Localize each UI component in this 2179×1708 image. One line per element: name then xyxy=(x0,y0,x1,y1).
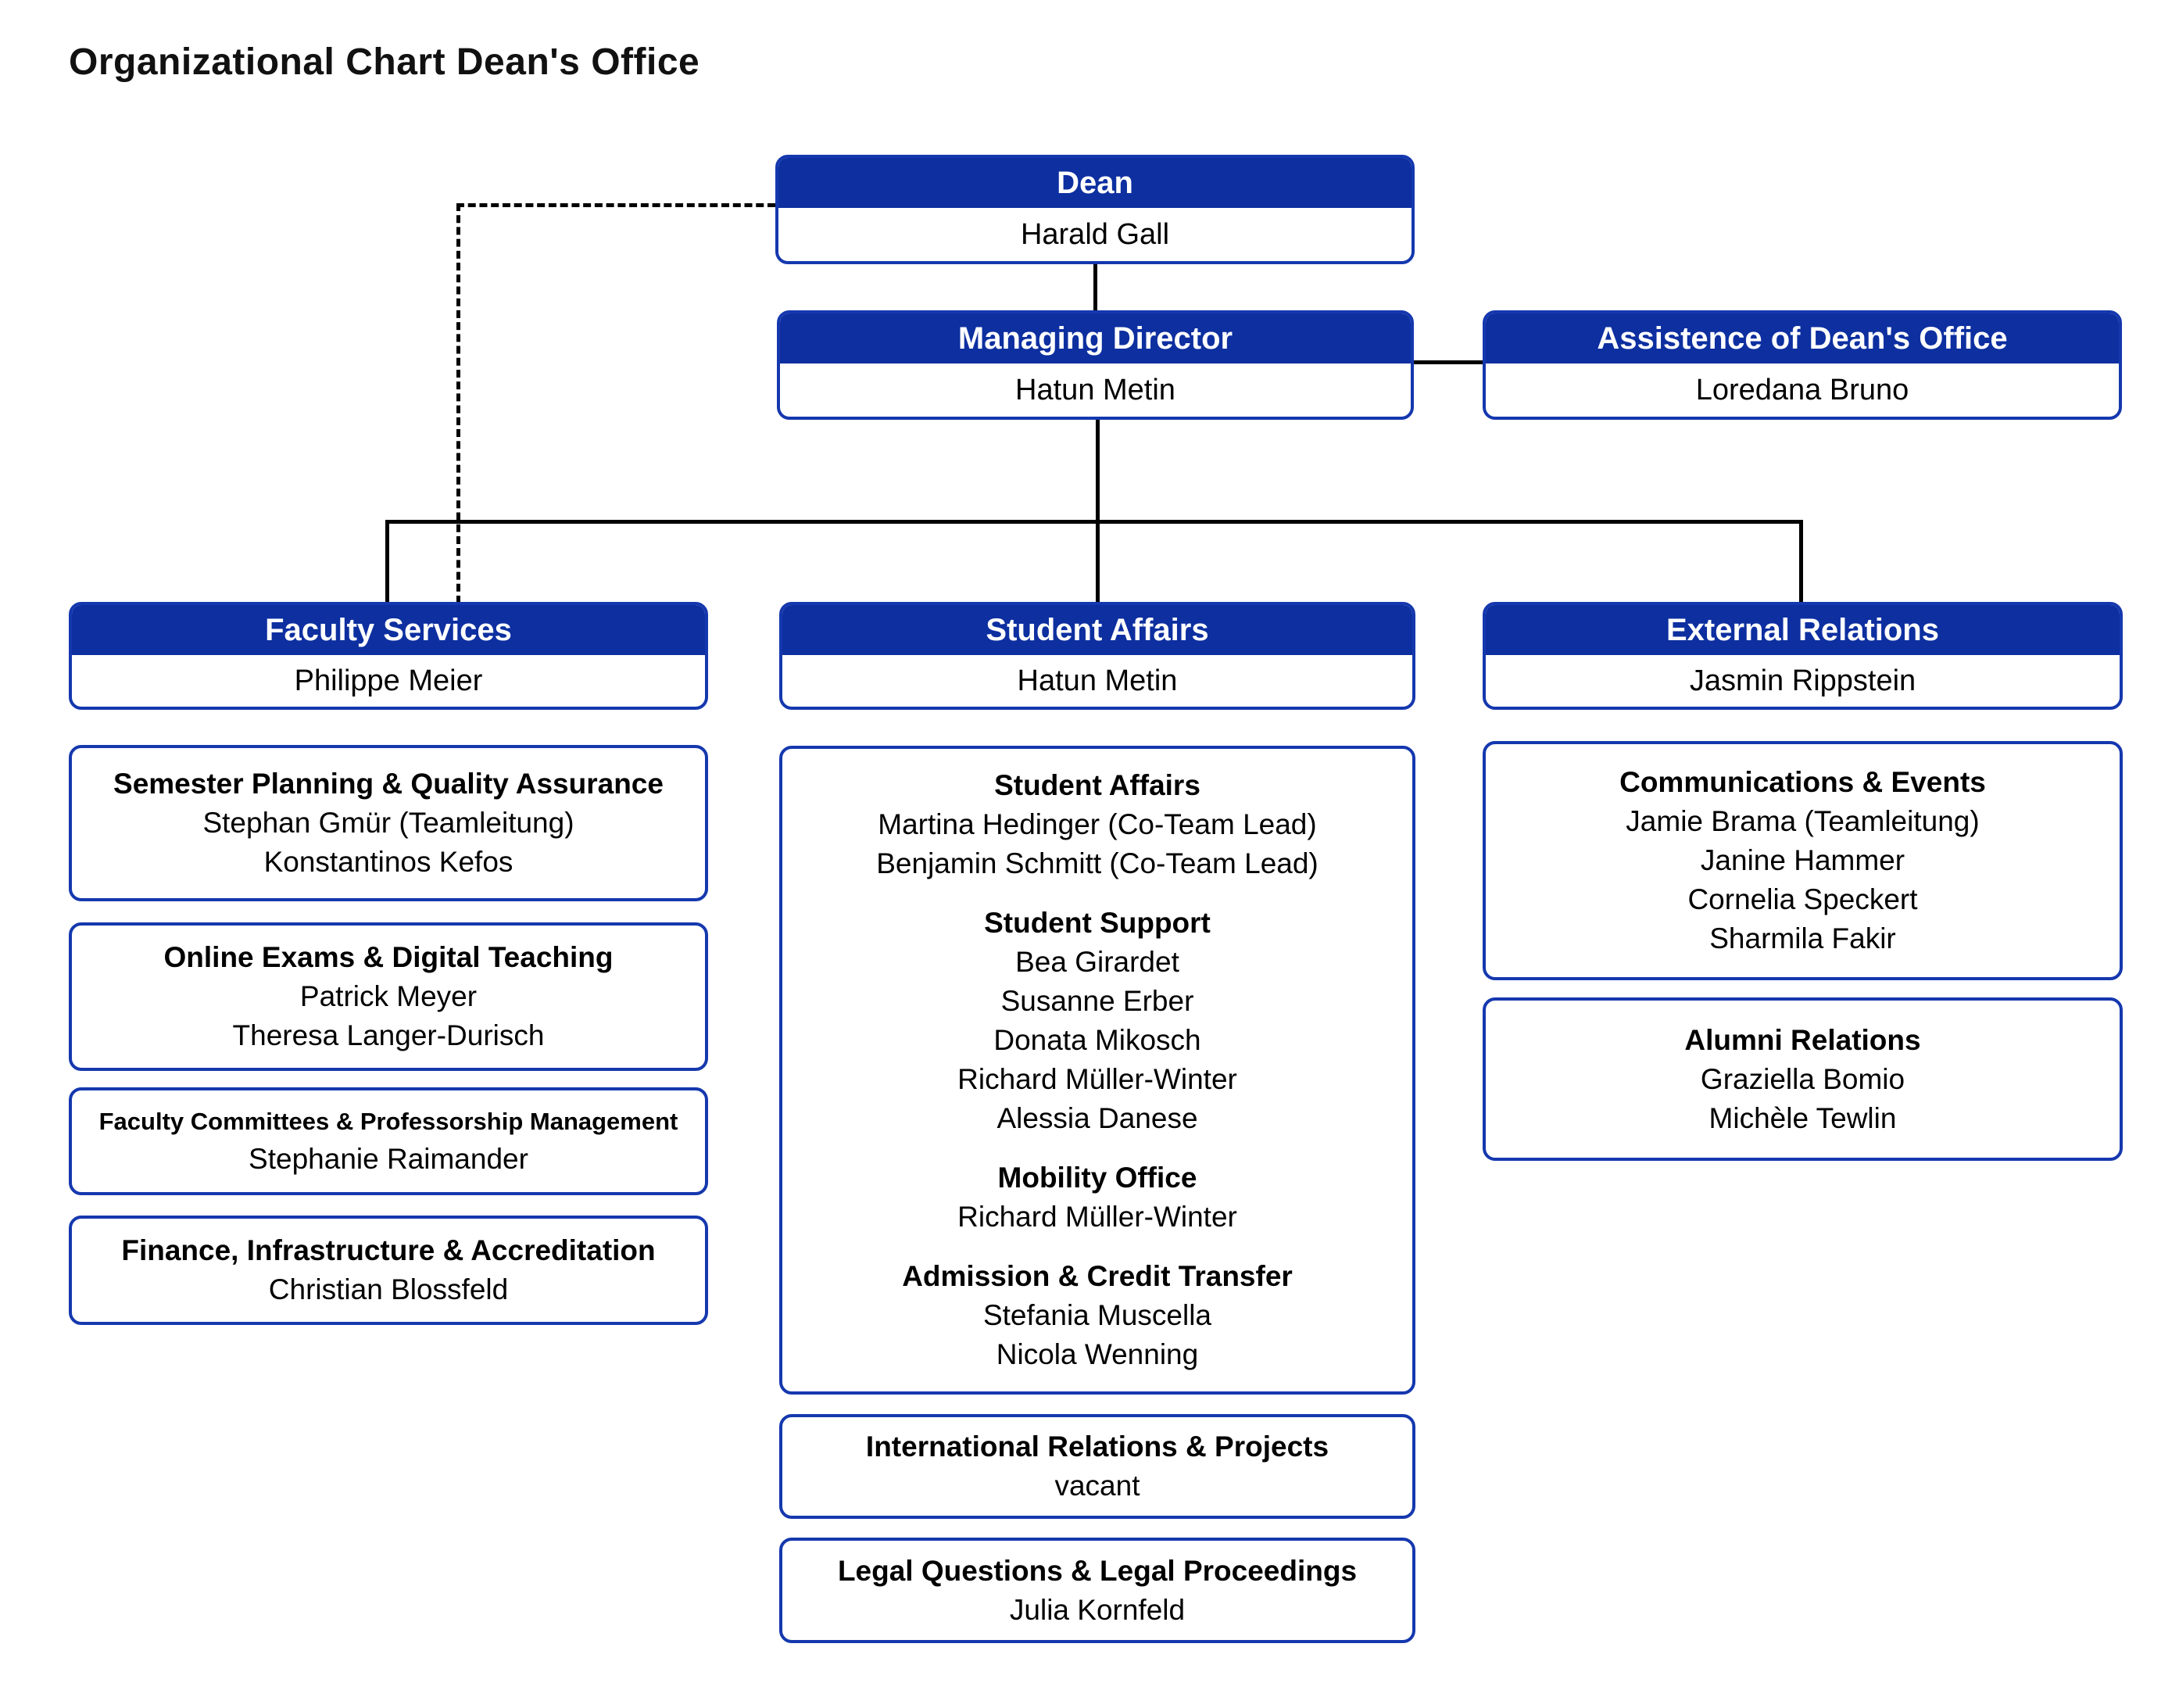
group-member: Nicola Wenning xyxy=(996,1338,1199,1370)
unit-semester-planning-quality-assurance: Semester Planning & Quality Assurance St… xyxy=(69,745,708,901)
unit-finance-infrastructure-accreditation: Finance, Infrastructure & Accreditation … xyxy=(69,1216,708,1325)
dean-box: Dean Harald Gall xyxy=(775,155,1415,264)
external-relations-title: External Relations xyxy=(1486,605,2120,655)
connector-md-down xyxy=(1096,418,1100,523)
unit-member: Janine Hammer xyxy=(1700,844,1905,876)
unit-title: Faculty Committees & Professorship Manag… xyxy=(98,1108,678,1135)
group-title: Admission & Credit Transfer xyxy=(902,1260,1293,1292)
unit-title: Semester Planning & Quality Assurance xyxy=(113,768,664,800)
connector-dean-to-md xyxy=(1093,263,1097,312)
group-member: Susanne Erber xyxy=(1000,985,1194,1017)
unit-online-exams-digital-teaching: Online Exams & Digital Teaching Patrick … xyxy=(69,922,708,1071)
unit-communications-events: Communications & Events Jamie Brama (Tea… xyxy=(1483,741,2123,980)
unit-title: Online Exams & Digital Teaching xyxy=(163,941,614,973)
unit-alumni-relations: Alumni Relations Graziella Bomio Michèle… xyxy=(1483,997,2123,1161)
unit-international-relations-projects: International Relations & Projects vacan… xyxy=(779,1414,1415,1519)
unit-title: International Relations & Projects xyxy=(865,1430,1329,1463)
dean-box-title: Dean xyxy=(778,158,1412,208)
group-member: Donata Mikosch xyxy=(993,1024,1201,1056)
unit-member: Sharmila Fakir xyxy=(1709,922,1896,954)
group-title: Mobility Office xyxy=(997,1162,1197,1194)
group-admission-credit-transfer: Admission & Credit Transfer Stefania Mus… xyxy=(902,1257,1293,1374)
group-title: Student Affairs xyxy=(994,769,1200,801)
group-member: Richard Müller-Winter xyxy=(957,1201,1237,1233)
unit-faculty-committees-professorship-management: Faculty Committees & Professorship Manag… xyxy=(69,1087,708,1195)
group-student-affairs: Student Affairs Martina Hedinger (Co-Tea… xyxy=(876,766,1318,883)
faculty-services-header-box: Faculty Services Philippe Meier xyxy=(69,602,708,710)
managing-director-box-name: Hatun Metin xyxy=(1015,373,1175,406)
assistance-box: Assistence of Dean's Office Loredana Bru… xyxy=(1483,310,2122,420)
unit-student-affairs-group-box: Student Affairs Martina Hedinger (Co-Tea… xyxy=(779,746,1415,1395)
group-member: Bea Girardet xyxy=(1015,946,1179,978)
external-relations-header-box: External Relations Jasmin Rippstein xyxy=(1483,602,2123,710)
faculty-services-lead: Philippe Meier xyxy=(294,664,483,697)
group-title: Student Support xyxy=(984,907,1211,939)
unit-member: Konstantinos Kefos xyxy=(263,846,513,878)
connector-drop-student-affairs xyxy=(1096,520,1100,604)
unit-member: Patrick Meyer xyxy=(299,980,478,1012)
unit-member: Jamie Brama (Teamleitung) xyxy=(1626,805,1980,837)
connector-dean-dashed-horizontal xyxy=(456,203,775,207)
group-mobility-office: Mobility Office Richard Müller-Winter xyxy=(957,1158,1237,1237)
unit-member: Theresa Langer-Durisch xyxy=(232,1019,545,1051)
managing-director-box-title: Managing Director xyxy=(780,313,1411,363)
unit-title: Alumni Relations xyxy=(1684,1023,1921,1056)
unit-title: Legal Questions & Legal Proceedings xyxy=(837,1554,1358,1587)
connector-drop-faculty-services xyxy=(385,520,389,604)
unit-member: Christian Blossfeld xyxy=(268,1273,509,1305)
group-member: Alessia Danese xyxy=(996,1102,1198,1134)
dean-box-name: Harald Gall xyxy=(1020,217,1170,251)
group-member: Richard Müller-Winter xyxy=(957,1063,1237,1095)
assistance-box-name: Loredana Bruno xyxy=(1695,373,1909,406)
faculty-services-title: Faculty Services xyxy=(72,605,705,655)
external-relations-lead: Jasmin Rippstein xyxy=(1689,664,1916,697)
unit-member: Michèle Tewlin xyxy=(1708,1101,1897,1134)
connector-branch-horizontal xyxy=(385,520,1803,524)
group-member: Benjamin Schmitt (Co-Team Lead) xyxy=(876,847,1318,879)
unit-member: Cornelia Speckert xyxy=(1687,883,1918,915)
unit-title: Finance, Infrastructure & Accreditation xyxy=(121,1234,656,1266)
assistance-box-title: Assistence of Dean's Office xyxy=(1486,313,2119,363)
unit-member: Julia Kornfeld xyxy=(1009,1593,1186,1626)
connector-drop-external-relations xyxy=(1799,520,1803,604)
group-student-support: Student Support Bea Girardet Susanne Erb… xyxy=(957,904,1237,1138)
student-affairs-lead: Hatun Metin xyxy=(1017,664,1178,697)
student-affairs-title: Student Affairs xyxy=(782,605,1412,655)
group-member: Stefania Muscella xyxy=(982,1299,1212,1331)
unit-legal-questions-legal-proceedings: Legal Questions & Legal Proceedings Juli… xyxy=(779,1538,1415,1643)
connector-md-to-assistance xyxy=(1412,360,1484,364)
page-title: Organizational Chart Dean's Office xyxy=(69,41,700,83)
unit-member: Stephanie Raimander xyxy=(249,1143,528,1175)
unit-title: Communications & Events xyxy=(1619,766,1986,798)
unit-member: vacant xyxy=(1054,1470,1140,1502)
managing-director-box: Managing Director Hatun Metin xyxy=(777,310,1414,420)
group-member: Martina Hedinger (Co-Team Lead) xyxy=(878,808,1317,840)
connector-dean-dashed-vertical xyxy=(456,203,460,603)
unit-member: Stephan Gmür (Teamleitung) xyxy=(202,807,574,839)
student-affairs-header-box: Student Affairs Hatun Metin xyxy=(779,602,1415,710)
unit-member: Graziella Bomio xyxy=(1700,1062,1905,1095)
